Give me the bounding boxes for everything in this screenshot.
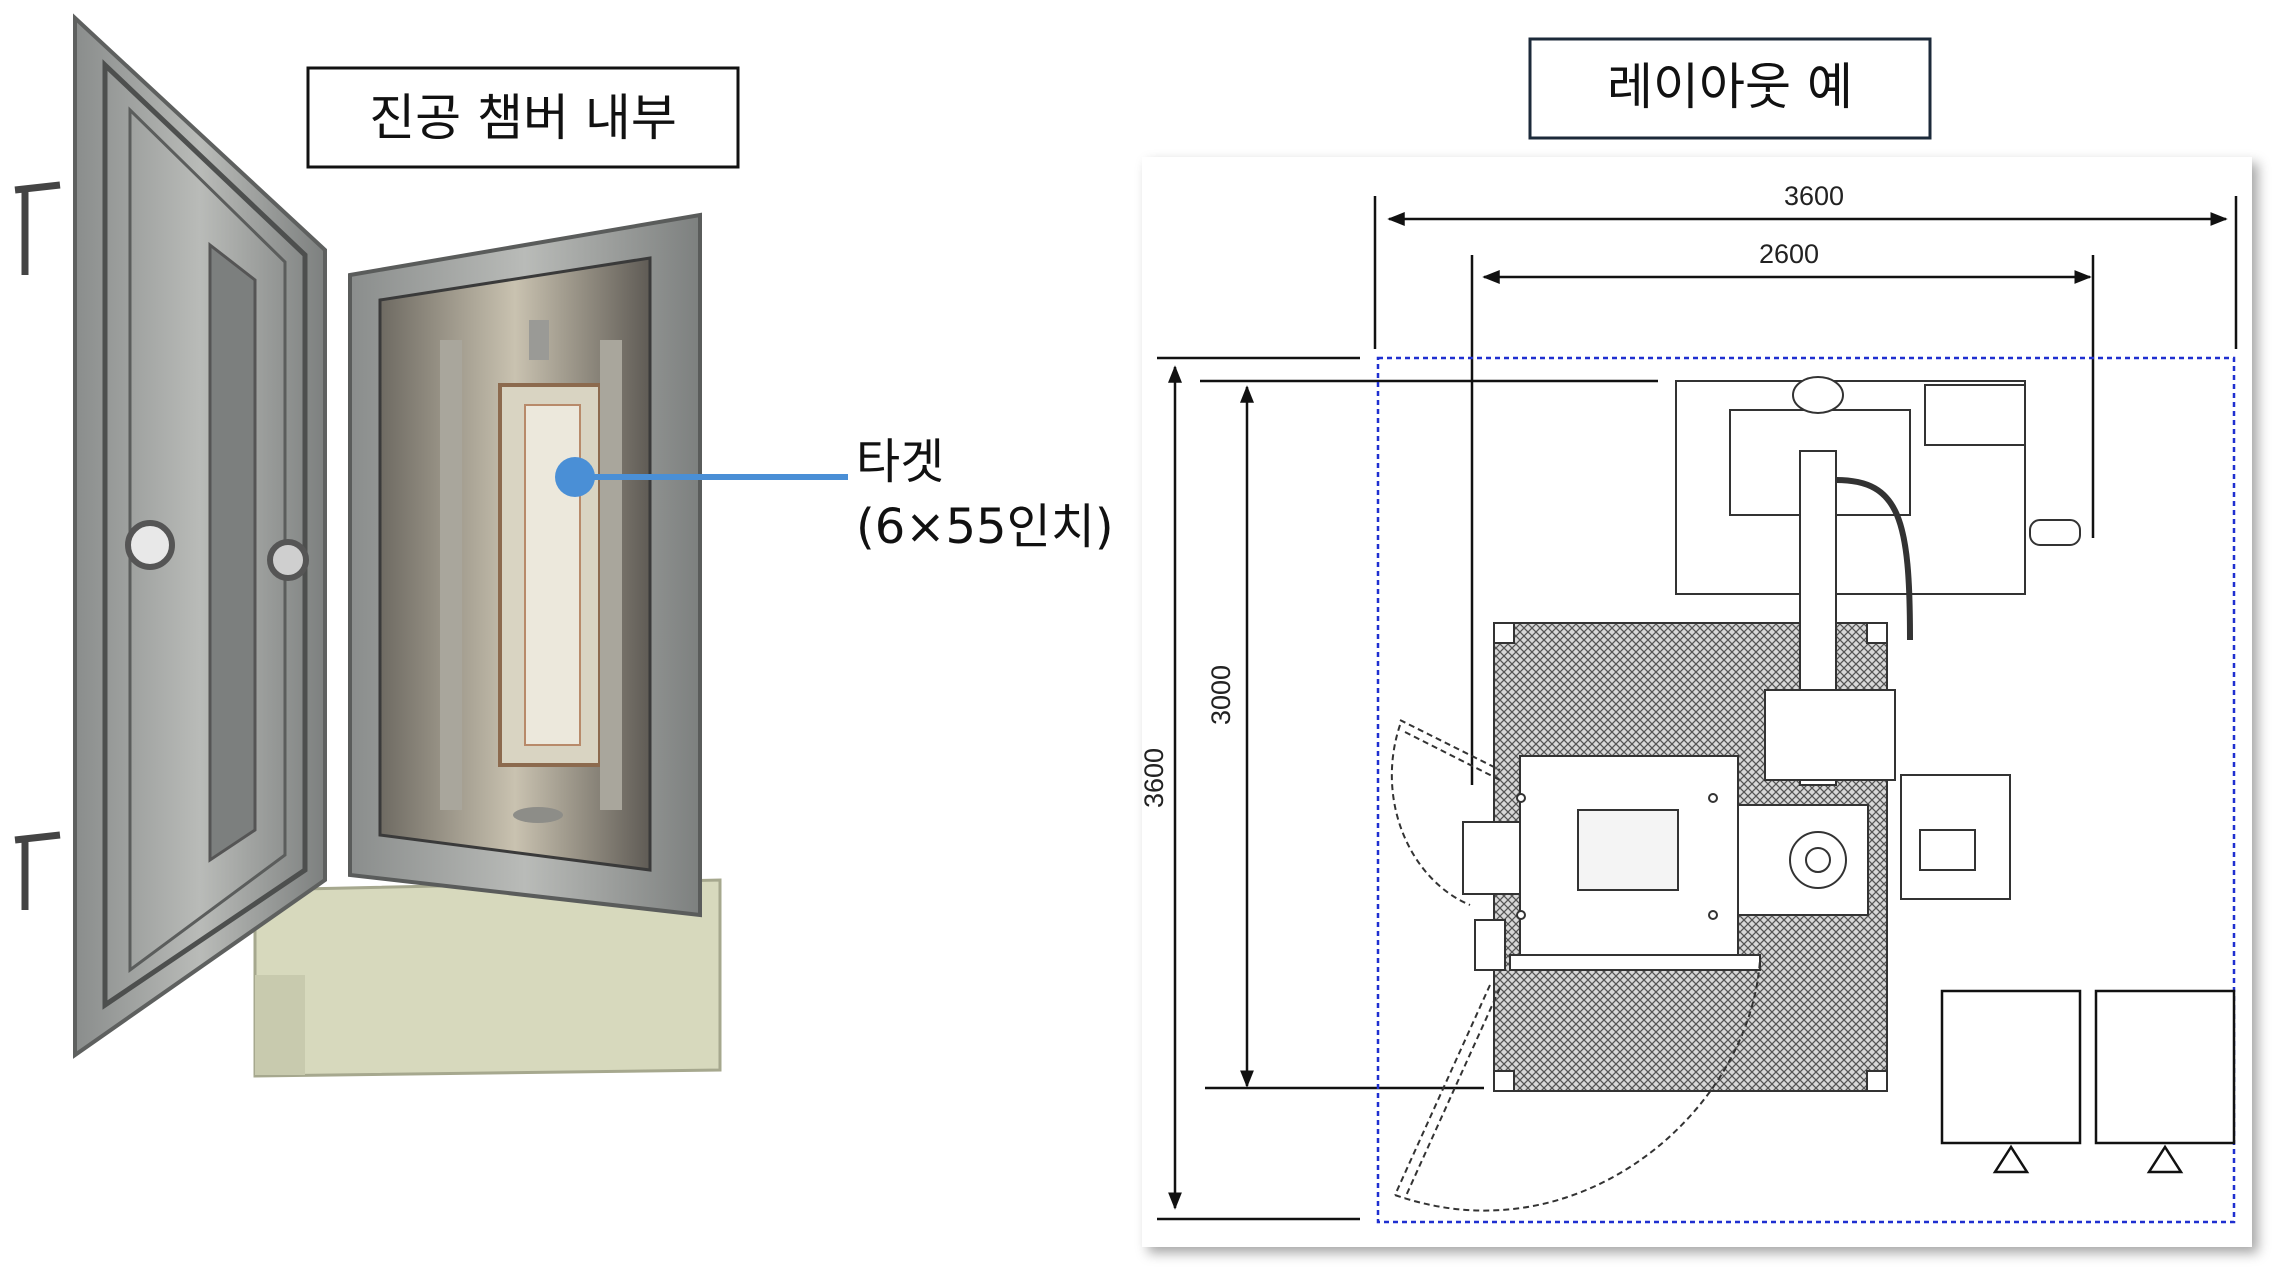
- door-inner-panel: [208, 241, 257, 863]
- dimension-top-inner: 2600: [1759, 239, 1819, 269]
- auxiliary-cabinet: [1940, 989, 2082, 1145]
- door-swing-path: [1390, 719, 1761, 1212]
- dimension-left-inner: 3000: [1206, 665, 1236, 725]
- layout-drawing: 3600 2600 3600 3000: [1139, 157, 2252, 1247]
- target-size-label: (6×55인치): [856, 499, 1114, 555]
- target-callout: 타겟 (6×55인치): [555, 434, 1114, 555]
- cabinet-front-marker: [2146, 1144, 2184, 1174]
- side-unit: [1462, 821, 1521, 895]
- dimension-left-outer: 3600: [1139, 748, 1169, 808]
- valve: [2029, 519, 2081, 546]
- door-seal-groove: [102, 59, 308, 1010]
- target-marker-dot: [555, 457, 595, 497]
- auxiliary-cabinet: [2094, 989, 2236, 1145]
- platform-leg: [255, 975, 305, 1075]
- pump-head: [1792, 376, 1844, 414]
- vacuum-chamber-photo: [14, 13, 722, 1078]
- auxiliary-cabinets: [1940, 989, 2236, 1174]
- chamber-door: [73, 13, 327, 1059]
- layout-title: 레이아웃 예: [1528, 37, 1932, 140]
- viewport-window: [267, 539, 309, 581]
- viewport-window: [125, 520, 175, 570]
- equipment-plan: [1462, 376, 2081, 1092]
- chamber-port-block: [1737, 804, 1869, 916]
- cabinet-front-marker: [1992, 1144, 2030, 1174]
- chamber-interior-title-text: 진공 챔버 내부: [369, 89, 677, 147]
- dimension-top-outer: 3600: [1784, 181, 1844, 211]
- door-handle: [14, 181, 61, 910]
- target-label: 타겟: [856, 434, 944, 490]
- layout-title-text: 레이아웃 예: [1607, 58, 1853, 116]
- flex-hose: [1835, 477, 1913, 641]
- chamber-interior-title: 진공 챔버 내부: [306, 66, 740, 169]
- installation-boundary: [1376, 356, 2236, 1224]
